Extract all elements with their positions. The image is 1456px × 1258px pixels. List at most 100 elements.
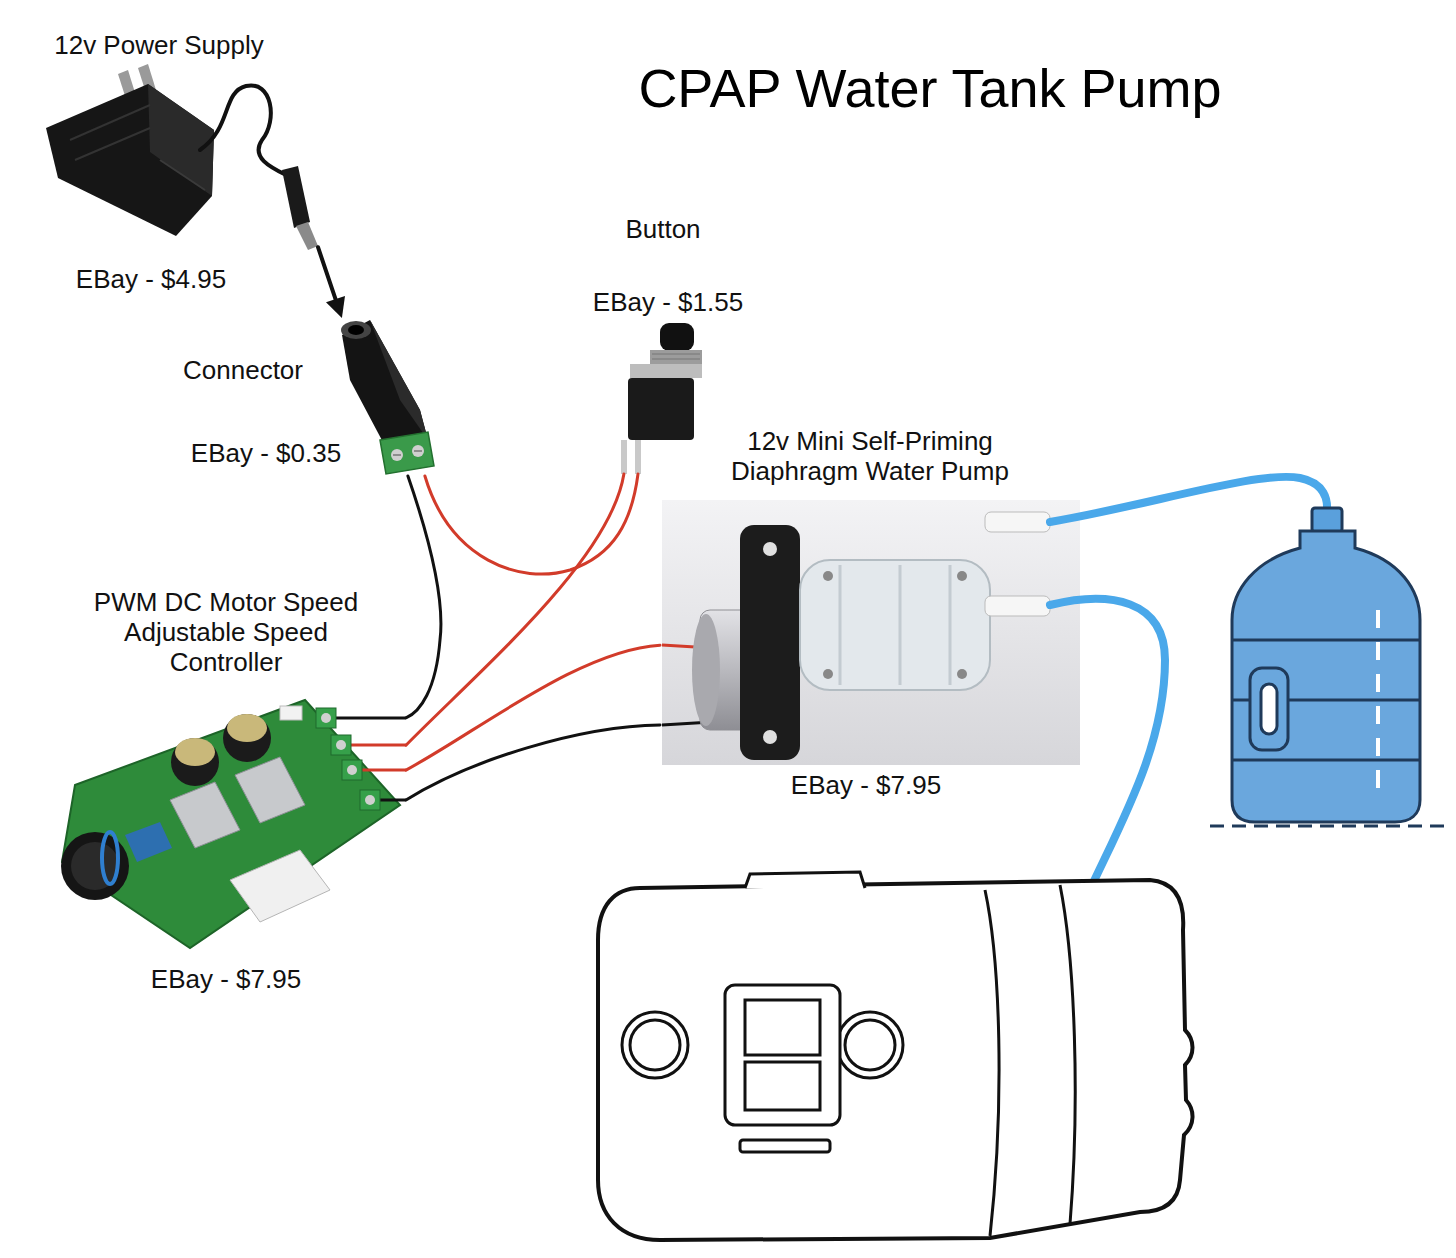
power-adapter [296,222,318,250]
price-label: EBay - $7.95 [136,964,316,994]
text-holder: EBay - $1.55 [588,287,748,317]
push-button [660,323,694,351]
pwm-controller-board [316,708,336,728]
pwm-controller-board [347,765,357,775]
wire-line [406,476,441,718]
part-name: Button [588,214,738,244]
diagram-title: CPAP Water Tank Pump [580,58,1280,118]
part-group: ConnectorEBay - $0.35 [175,318,437,476]
wire [406,476,441,718]
push-button [635,440,641,474]
pwm-controller-board [62,700,400,948]
diaphragm-pump-photo [763,542,777,556]
diaphragm-pump-photo [823,669,833,679]
cpap-machine [598,880,1193,1240]
pwm-controller-board [223,714,271,762]
cpap-machine [622,1012,688,1078]
pwm-controller-board [321,713,331,723]
dc-jack-connector [414,450,422,452]
diaphragm-pump-photo [662,500,1080,765]
push-button [628,378,694,440]
power-adapter [70,105,150,140]
pwm-controller-board [342,760,362,780]
part-name: 12v Power Supply [41,30,277,60]
diaphragm-pump-photo [985,596,1050,616]
dc-jack-connector [370,320,428,440]
pwm-controller-board [235,757,305,823]
pwm-controller-board [365,795,375,805]
cpap-machine [745,1062,820,1110]
part-group: 12v Power SupplyEBay - $4.95 [34,28,318,302]
power-adapter [160,160,205,190]
dc-jack-connector [412,445,424,457]
water-bottle [1232,531,1420,822]
text-holder: PWM DC Motor Speed Adjustable Speed Cont… [76,587,376,677]
cpap-machine [745,872,865,888]
push-button [652,354,700,355]
diaphragm-pump-photo [692,614,720,726]
pwm-controller-board [280,706,302,720]
water-bottle [1261,684,1277,734]
water-tubing [1050,477,1327,522]
wire [406,645,660,770]
pwm-controller-board [61,700,406,948]
flow-arrow [318,247,345,318]
text-holder: EBay - $4.95 [51,264,251,294]
part-group: ButtonEBay - $1.55 [585,212,755,474]
diaphragm-pump-photo [899,565,902,685]
power-adapter [75,128,150,160]
pwm-controller-board [342,744,406,747]
pwm-controller-board [328,717,406,720]
text-holder: EBay - $7.95 [136,964,316,994]
part-name: Connector [178,355,308,385]
text-holder: 12v Mini Self-Priming Diaphragm Water Pu… [705,426,1035,486]
cpap-machine [598,872,1193,1240]
dc-jack-connector [348,325,364,335]
power-adapter [200,85,288,176]
price-label: EBay - $1.55 [588,287,748,317]
push-button [621,440,627,474]
part-name: 12v Mini Self-Priming Diaphragm Water Pu… [705,426,1035,486]
pwm-controller-board [171,738,219,786]
water-bottle [1210,825,1445,828]
text-holder: Connector [178,355,308,385]
cpap-machine [985,890,999,1236]
water-bottle [1232,759,1420,762]
cpap-machine [837,1012,903,1078]
push-button [630,364,702,378]
power-adapter [46,84,214,236]
diaphragm-pump-photo [763,730,777,744]
diaphragm-pump-photo [839,565,842,685]
price-label: EBay - $0.35 [184,438,348,468]
part-group: PWM DC Motor Speed Adjustable Speed Cont… [50,585,406,1000]
diaphragm-pump-photo [985,512,1050,532]
dc-jack-connector [341,321,371,339]
diaphragm-pump-photo [949,565,952,685]
dc-jack-connector [391,449,403,461]
cpap-machine [630,1020,680,1070]
pwm-controller-board [125,822,172,862]
water-bottle [1250,668,1288,750]
diaphragm-pump-photo [957,571,967,581]
diaphragm-pump-photo [800,560,990,690]
pwm-controller-board [230,850,330,922]
text-holder: EBay - $7.95 [776,770,956,800]
wire [406,725,660,800]
wire-line [406,645,660,770]
arrow-line [318,247,337,303]
cpap-machine [745,1000,820,1055]
dc-jack-connector [342,320,428,446]
power-adapter [46,64,318,250]
pwm-controller-board [102,832,118,884]
text-holder: 12v Power Supply [41,30,277,60]
dc-jack-connector [380,432,434,474]
pwm-controller-board [175,738,215,766]
water-bottle [1210,508,1445,826]
pwm-controller-board [360,790,380,810]
price-label: EBay - $7.95 [776,770,956,800]
diaphragm-pump-photo [823,571,833,581]
text-holder: EBay - $0.35 [184,438,348,468]
wire-line [406,725,660,800]
